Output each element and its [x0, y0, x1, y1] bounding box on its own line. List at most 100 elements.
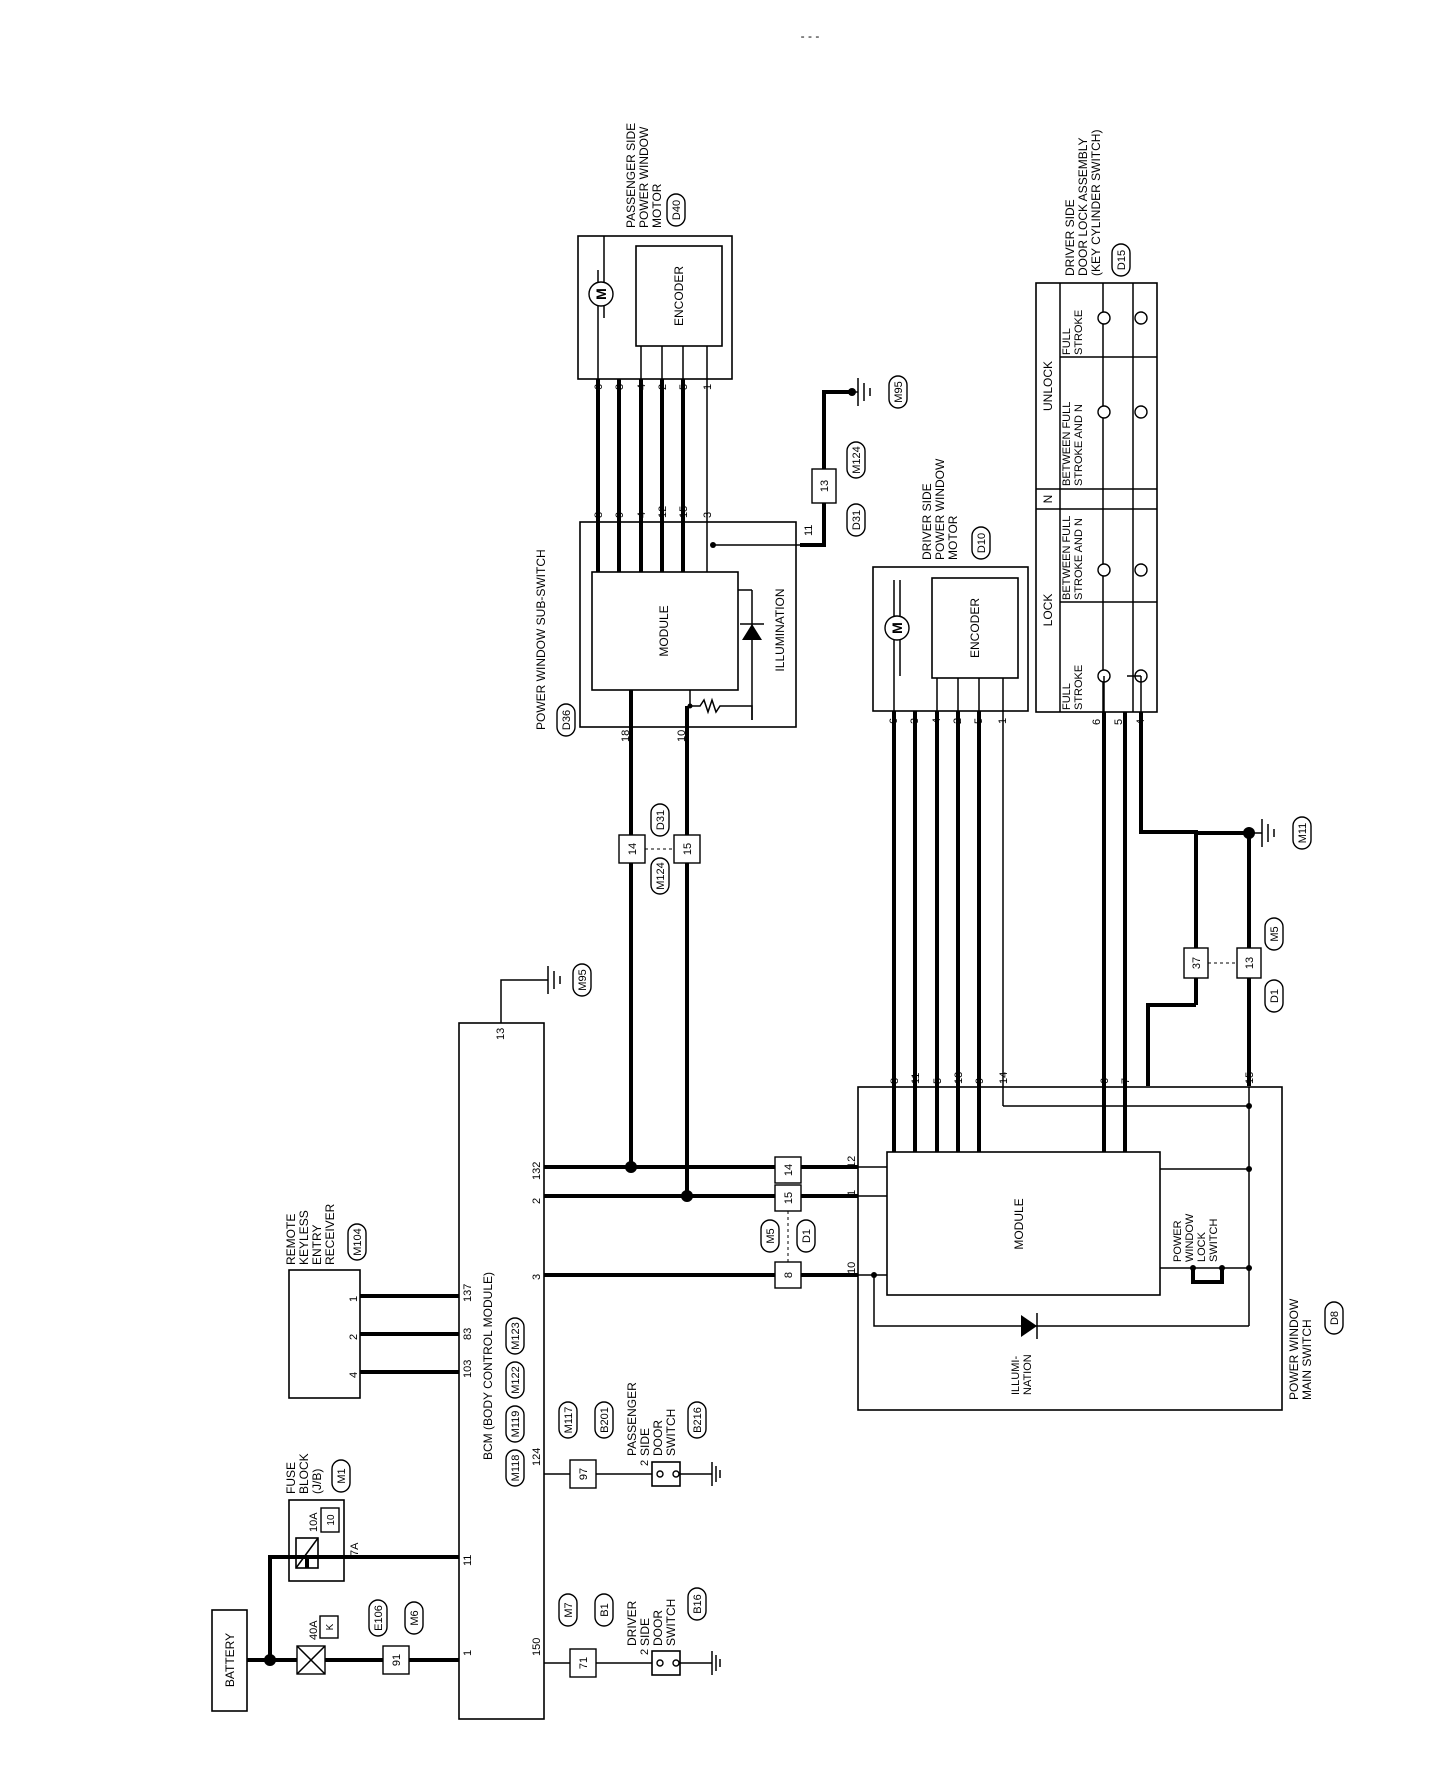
svg-text:11: 11	[910, 1073, 922, 1084]
passenger-motor-symbol: M	[588, 270, 614, 318]
main-switch-illumination-label: ILLUMI- NATION	[1010, 1353, 1034, 1395]
connector-m124-top: M124	[846, 441, 866, 479]
connector-m11: M11	[1292, 816, 1312, 850]
svg-text:6: 6	[1099, 1078, 1111, 1084]
svg-text:D1: D1	[1269, 989, 1281, 1003]
driver-motor-wires	[892, 678, 1004, 1152]
svg-text:M11: M11	[1297, 823, 1309, 844]
connector-b1: B1	[594, 1593, 614, 1627]
sub-switch-title: POWER WINDOW SUB-SWITCH	[534, 549, 548, 730]
svg-text:8: 8	[593, 512, 605, 518]
bcm-connectors: M118 M119 M122 M123	[505, 1317, 525, 1487]
svg-text:M: M	[889, 622, 905, 634]
svg-text:132: 132	[531, 1162, 543, 1180]
svg-text:E106: E106	[373, 1605, 385, 1631]
connector-d15: D15	[1111, 243, 1131, 277]
fuse-10a-rating: 10A	[308, 1512, 320, 1532]
svg-text:M7: M7	[563, 1602, 575, 1617]
svg-text:83: 83	[462, 1328, 474, 1340]
connector-d36: D36	[556, 703, 576, 737]
connector-b216: B216	[687, 1401, 707, 1439]
svg-text:13: 13	[1244, 957, 1256, 969]
svg-text:K: K	[325, 1623, 336, 1630]
svg-text:B16: B16	[692, 1594, 704, 1614]
passenger-motor-wires	[596, 236, 708, 572]
driver-door-switch-icon	[651, 1650, 721, 1676]
passenger-encoder-box	[635, 245, 723, 347]
svg-text:137: 137	[462, 1284, 474, 1302]
svg-text:91: 91	[391, 1654, 403, 1666]
svg-text:M124: M124	[851, 446, 863, 474]
svg-text:5: 5	[932, 1078, 944, 1084]
passenger-door-switch-icon	[651, 1461, 721, 1487]
bcm-title: BCM (BODY CONTROL MODULE)	[481, 1272, 495, 1460]
driver-motor-pins: 6 3 4 2 5 1	[888, 718, 1009, 724]
svg-text:3: 3	[531, 1274, 543, 1280]
fuse-block-terminal: 7A	[349, 1542, 361, 1556]
sub-switch-top-pins: 8 9 4 12 15 3	[593, 506, 714, 518]
connector-d10: D10	[971, 526, 991, 560]
sub-switch-resistor-icon	[687, 690, 753, 720]
door-lock-n-label: N	[1041, 495, 1055, 504]
svg-text:4: 4	[348, 1372, 360, 1378]
main-switch-led-icon	[1021, 1313, 1038, 1339]
svg-text:150: 150	[531, 1638, 543, 1656]
passenger-door-joint: 97	[544, 1459, 652, 1489]
svg-text:8: 8	[889, 1078, 901, 1084]
sub-switch-module-label: MODULE	[657, 605, 671, 656]
svg-text:M122: M122	[510, 1366, 522, 1394]
passenger-encoder-label: ENCODER	[672, 266, 686, 326]
svg-text:97: 97	[578, 1468, 590, 1480]
svg-text:M: M	[593, 288, 609, 300]
connector-m1: M1	[331, 1459, 351, 1493]
connector-e106: E106	[368, 1599, 388, 1637]
main-switch-module	[886, 1151, 1161, 1296]
svg-text:M124: M124	[655, 862, 667, 890]
fuse-block-title: FUSE BLOCK (J/B)	[284, 1450, 324, 1494]
connector-m5-lower: M5	[760, 1219, 780, 1253]
connector-m95-top: M95	[888, 375, 908, 409]
driver-motor-box	[872, 566, 1029, 712]
svg-text:M95: M95	[577, 969, 589, 990]
connector-m95-bcm: M95	[572, 963, 592, 997]
door-lock-lock-label: LOCK	[1041, 594, 1055, 627]
svg-text:15: 15	[682, 843, 694, 855]
svg-text:7: 7	[1120, 1078, 1132, 1084]
sub-switch-illumination-label: ILLUMINATION	[773, 588, 787, 671]
connector-d31-top: D31	[846, 503, 866, 537]
svg-text:8: 8	[783, 1272, 795, 1278]
ground-icon-m95-top	[857, 378, 871, 406]
connector-d8: D8	[1324, 1301, 1344, 1335]
door-lock-col-between-unlock: BETWEEN FULL STROKE AND N	[1061, 399, 1085, 486]
wire-lock-4	[1139, 712, 1198, 948]
main-switch-lock-switch-icon	[1190, 1265, 1225, 1284]
svg-text:M119: M119	[510, 1411, 522, 1438]
svg-text:D40: D40	[671, 200, 683, 220]
main-switch-title: POWER WINDOW MAIN SWITCH	[1287, 1295, 1314, 1400]
driver-encoder-label: ENCODER	[968, 598, 982, 658]
svg-text:5: 5	[1113, 719, 1125, 725]
svg-text:10: 10	[326, 1514, 337, 1526]
svg-text:1: 1	[348, 1296, 360, 1302]
svg-text:M104: M104	[352, 1228, 364, 1256]
svg-text:3: 3	[702, 512, 714, 518]
driver-door-joint: 71	[544, 1648, 652, 1678]
svg-text:103: 103	[462, 1360, 474, 1378]
passenger-door-switch-pin: 2	[639, 1460, 651, 1466]
connector-m124-mid: M124	[650, 857, 670, 895]
connector-m6: M6	[404, 1601, 424, 1635]
bcm-pins: 1 150 11 124 103 83 137 3 2 132 13	[462, 1028, 543, 1656]
sub-switch-pin-11: 11	[803, 525, 815, 536]
svg-text:13: 13	[953, 1072, 965, 1084]
driver-door-switch-title: DRIVER SIDE DOOR SWITCH	[625, 1597, 678, 1646]
main-switch-internal	[871, 1087, 1252, 1327]
svg-text:D31: D31	[655, 810, 667, 830]
svg-text:D15: D15	[1116, 250, 1128, 270]
main-switch-top-pins: 8 11 5 13 9 14 6 7 15	[889, 1072, 1256, 1084]
connector-d40: D40	[666, 193, 686, 227]
connector-d31-mid: D31	[650, 803, 670, 837]
svg-text:2: 2	[657, 384, 669, 390]
connector-m5-upper: M5	[1264, 917, 1284, 951]
fuse-40a-icon: K	[296, 1615, 339, 1675]
passenger-motor-box	[577, 235, 733, 380]
